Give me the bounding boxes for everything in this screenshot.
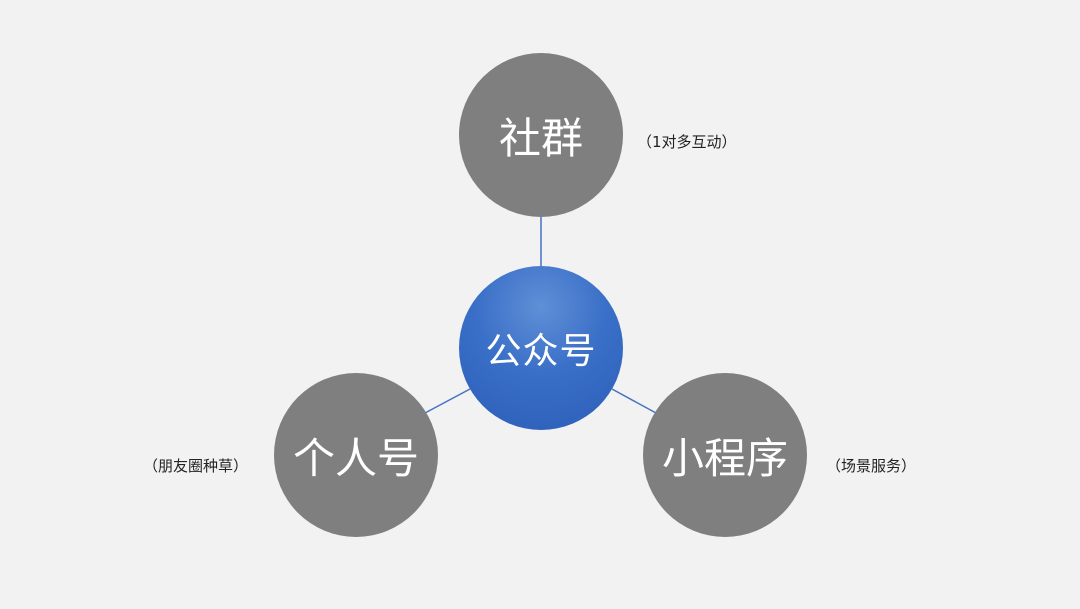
node-gerenhao: 个人号 — [274, 373, 438, 537]
note-shequn: （1对多互动） — [637, 133, 737, 151]
node-shequn: 社群 — [459, 53, 623, 217]
node-xiaochengxu-label: 小程序 — [661, 433, 788, 483]
node-gerenhao-label: 个人号 — [292, 433, 419, 483]
node-gongzhonghao-label: 公众号 — [485, 331, 597, 372]
node-xiaochengxu: 小程序 — [643, 373, 807, 537]
node-gongzhonghao: 公众号 — [459, 266, 623, 430]
connector-center-left — [424, 388, 471, 414]
connector-center-right — [611, 388, 657, 414]
note-xiaochengxu: （场景服务） — [826, 457, 917, 475]
note-gerenhao: （朋友圈种草） — [143, 457, 249, 475]
node-shequn-label: 社群 — [498, 113, 583, 163]
